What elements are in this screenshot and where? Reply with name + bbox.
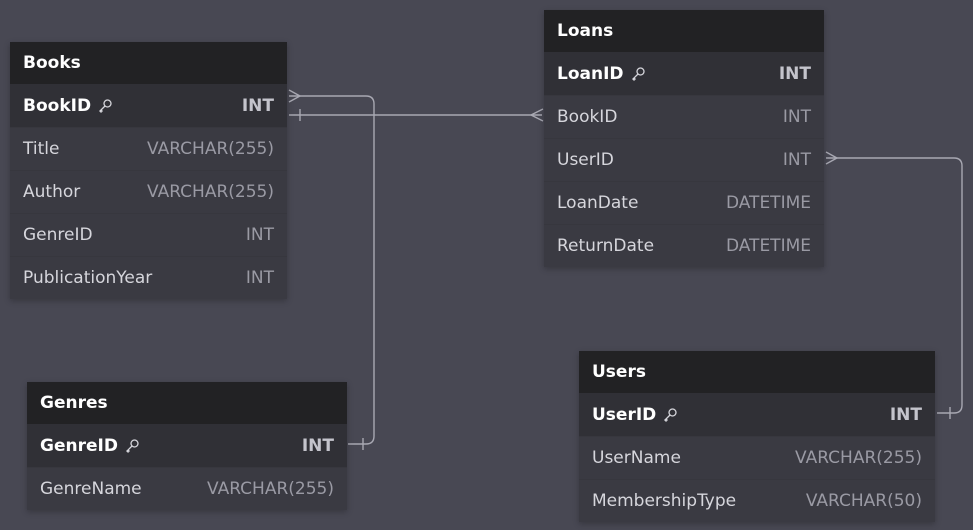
column-name: GenreID [40, 436, 140, 456]
column-row-returndate[interactable]: ReturnDate DATETIME [544, 224, 824, 267]
column-row-membershiptype[interactable]: MembershipType VARCHAR(50) [579, 479, 935, 522]
column-type: INT [778, 63, 811, 84]
key-icon [125, 438, 139, 453]
table-loans-header: Loans [544, 10, 824, 52]
column-name: Title [23, 139, 60, 159]
column-row-bookid[interactable]: BookID INT [10, 84, 287, 127]
column-name: Author [23, 182, 81, 202]
column-name: LoanDate [557, 193, 639, 213]
table-users[interactable]: Users UserID INT UserName VARCHAR(255) M… [579, 351, 935, 522]
column-type: DATETIME [725, 193, 811, 213]
column-row-username[interactable]: UserName VARCHAR(255) [579, 436, 935, 479]
column-type: VARCHAR(255) [795, 448, 922, 468]
column-name: MembershipType [592, 491, 737, 511]
table-books[interactable]: Books BookID INT Title VARCHAR(255) Auth… [10, 42, 287, 299]
column-type: INT [889, 404, 922, 425]
crowfoot-many-marker [825, 151, 839, 165]
column-name: BookID [23, 96, 113, 116]
column-type: VARCHAR(255) [207, 479, 334, 499]
column-type: VARCHAR(255) [147, 139, 274, 159]
table-loans[interactable]: Loans LoanID INT BookID INT UserID INT L… [544, 10, 824, 267]
column-row-loandate[interactable]: LoanDate DATETIME [544, 181, 824, 224]
column-name: GenreID [23, 225, 93, 245]
crowfoot-many-marker [529, 108, 544, 122]
table-books-header: Books [10, 42, 287, 84]
column-type: INT [301, 435, 334, 456]
column-row-genreid[interactable]: GenreID INT [27, 424, 347, 467]
column-row-bookid[interactable]: BookID INT [544, 95, 824, 138]
key-icon [631, 66, 645, 81]
column-type: VARCHAR(255) [147, 182, 274, 202]
table-users-header: Users [579, 351, 935, 393]
column-name: ReturnDate [557, 236, 655, 256]
column-row-author[interactable]: Author VARCHAR(255) [10, 170, 287, 213]
column-type: INT [245, 268, 274, 288]
column-name: GenreName [40, 479, 142, 499]
column-row-loanid[interactable]: LoanID INT [544, 52, 824, 95]
column-row-title[interactable]: Title VARCHAR(255) [10, 127, 287, 170]
column-type: INT [782, 150, 811, 170]
column-row-userid[interactable]: UserID INT [544, 138, 824, 181]
column-type: INT [241, 95, 274, 116]
column-type: VARCHAR(50) [805, 491, 922, 511]
crowfoot-many-marker [288, 89, 302, 103]
column-type: INT [245, 225, 274, 245]
connector-books-loans [289, 108, 544, 122]
column-type: INT [782, 107, 811, 127]
column-row-publicationyear[interactable]: PublicationYear INT [10, 256, 287, 299]
column-row-genreid[interactable]: GenreID INT [10, 213, 287, 256]
column-row-genrename[interactable]: GenreName VARCHAR(255) [27, 467, 347, 510]
table-genres-header: Genres [27, 382, 347, 424]
column-name: UserID [557, 150, 614, 170]
column-name: LoanID [557, 64, 646, 84]
column-type: DATETIME [725, 236, 811, 256]
key-icon [664, 407, 677, 422]
column-row-userid[interactable]: UserID INT [579, 393, 935, 436]
key-icon [99, 98, 112, 113]
table-genres[interactable]: Genres GenreID INT GenreName VARCHAR(255… [27, 382, 347, 510]
column-name: PublicationYear [23, 268, 153, 288]
column-name: UserID [592, 405, 678, 425]
column-name: UserName [592, 448, 681, 468]
column-name: BookID [557, 107, 618, 127]
